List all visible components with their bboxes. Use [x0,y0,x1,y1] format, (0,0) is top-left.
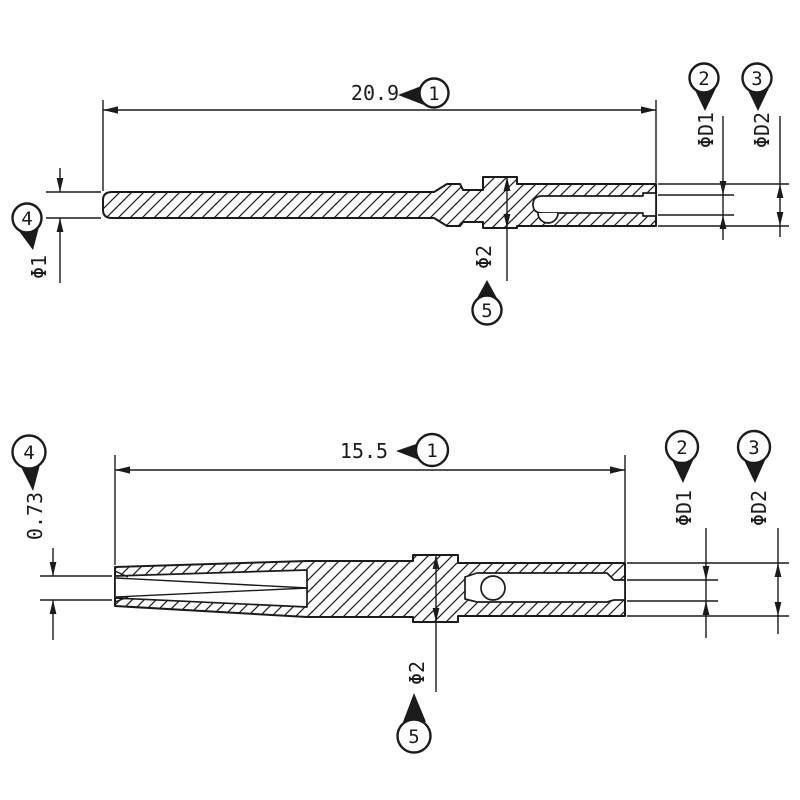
pin-contact-outline [102,176,657,229]
arrowhead [702,601,710,615]
dim-entry-diameter: 0.73 [23,492,112,640]
arrowhead [115,466,130,474]
dim-length-bottom-value: 15.5 [340,439,388,463]
dim-outer-diameter-top: ΦD2 [658,112,789,237]
balloon-2-bottom: 2 [664,429,700,483]
arrowhead [702,566,710,580]
balloon-1-bottom-number: 1 [426,440,437,462]
arrowhead [56,178,64,192]
balloon-circle [11,434,47,470]
balloon-pointer [694,88,716,111]
arrowhead [503,214,511,228]
socket-taper-line [115,577,309,589]
balloon-5-bottom: 5 [396,693,432,754]
balloon-pointer [747,88,769,111]
socket-inspection-hole [480,575,506,601]
balloon-5-top: 5 [471,280,503,326]
dim-pin-diameter: Φ1 [27,168,101,283]
balloon-3-bottom: 3 [736,429,772,483]
dim-length-bottom: 15.5 [114,439,626,565]
socket-taper-line [115,587,309,598]
dim-inner-diameter-top: ΦD1 [658,112,734,240]
balloon-2-top-number: 2 [698,68,709,90]
top-view-pin-contact: 20.9 1 Φ1 4 Φ2 [11,62,789,326]
balloon-circle [688,62,720,94]
dim-length-top: 20.9 [102,81,657,191]
pin-cavity-dimple [537,212,559,224]
socket-mouth-chamfer [114,570,129,578]
balloon-1-bottom: 1 [396,432,450,468]
dim-outer-diameter-bottom: ΦD2 [627,490,789,634]
balloon-3-bottom-number: 3 [748,437,759,459]
balloon-4-bottom-number: 4 [23,442,34,464]
arrowhead [774,602,782,616]
balloon-pointer [671,458,694,483]
dim-inner-diameter-bottom: ΦD1 [627,490,718,638]
balloon-4-bottom: 4 [11,434,47,491]
dim-inner-diameter-bottom-label: ΦD1 [672,490,696,526]
arrowhead [503,177,511,191]
socket-crimp-cavity [464,572,626,603]
dim-inner-diameter-top-label: ΦD1 [694,112,718,148]
arrowhead [432,555,440,569]
balloon-circle [741,62,773,94]
balloon-pointer [476,280,498,300]
balloon-circle [736,429,772,465]
socket-mouth-chamfer [114,596,129,603]
arrowhead [49,562,57,576]
dim-outer-diameter-top-label: ΦD2 [750,112,774,148]
dim-pin-diameter-label: Φ1 [27,255,51,279]
arrowhead [641,106,656,114]
arrowhead [56,218,64,232]
arrowhead [774,563,782,577]
arrowhead [432,608,440,622]
balloon-circle [664,429,700,465]
arrowhead [610,466,625,474]
balloon-pointer [398,85,424,105]
dim-flange-diameter-bottom-label: Φ2 [405,661,429,685]
balloon-1-top-number: 1 [428,83,439,105]
balloon-circle [396,718,432,754]
dim-flange-diameter-top-label: Φ2 [472,245,496,269]
arrowhead [49,600,57,614]
dim-flange-diameter-bottom: Φ2 [405,555,440,692]
balloon-4-top-number: 4 [21,208,32,230]
balloon-pointer [743,458,766,483]
dim-length-top-value: 20.9 [351,81,399,105]
pin-crimp-cavity [532,192,657,217]
balloon-3-top: 3 [741,62,773,111]
balloon-4-top: 4 [11,202,43,250]
dim-entry-diameter-value: 0.73 [23,492,47,540]
balloon-2-top: 2 [688,62,720,111]
arrowhead [103,106,118,114]
balloon-circle [414,432,450,468]
balloon-5-bottom-number: 5 [408,726,419,748]
balloon-2-bottom-number: 2 [676,437,687,459]
balloon-circle [471,294,503,326]
arrowhead [776,212,784,226]
dim-flange-diameter-top: Φ2 [472,177,511,281]
dim-outer-diameter-bottom-label: ΦD2 [747,490,771,526]
balloon-circle [418,77,450,109]
balloon-1-top: 1 [398,77,450,109]
balloon-circle [11,202,43,234]
balloon-5-top-number: 5 [481,300,492,322]
arrowhead [776,184,784,198]
balloon-3-top-number: 3 [751,68,762,90]
socket-front-bore [114,569,308,608]
bottom-view-socket-contact: 15.5 1 0.73 4 Φ2 [11,429,789,754]
balloon-pointer [403,693,426,722]
